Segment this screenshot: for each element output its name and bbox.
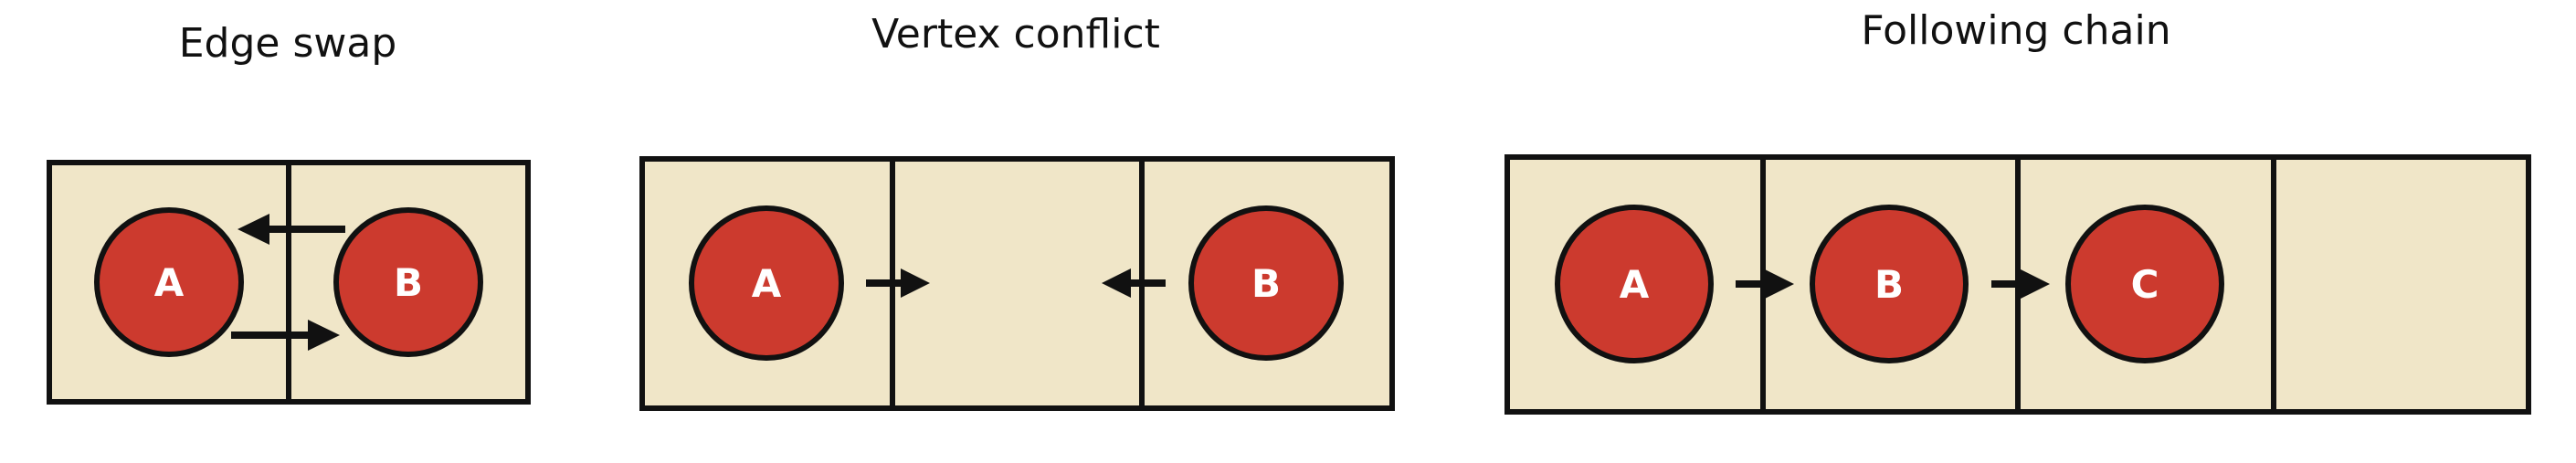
agent-a — [94, 207, 244, 357]
arrow-head — [308, 320, 340, 351]
agent-label: A — [1620, 262, 1650, 307]
agent-b — [1188, 205, 1344, 361]
grid-cell — [2271, 154, 2531, 415]
panel-vertex-conflict: Vertex conflict A B — [639, 11, 1395, 411]
agent-b — [1810, 205, 1969, 363]
agent-label: A — [154, 260, 185, 305]
agent-b — [333, 207, 483, 357]
arrow-head — [901, 268, 930, 298]
agent-label: C — [2131, 262, 2159, 307]
agent-label: B — [394, 260, 423, 305]
panel-following-chain: Following chain A B C — [1504, 7, 2531, 415]
agent-label: B — [1874, 262, 1904, 307]
arrow-head — [1102, 268, 1131, 298]
arrow-head — [238, 214, 269, 245]
panel-title: Following chain — [1861, 7, 2170, 54]
agent-label: A — [752, 261, 782, 306]
panel-edge-swap: Edge swap A B — [47, 20, 531, 405]
agent-a — [689, 205, 844, 361]
panel-title: Vertex conflict — [871, 11, 1160, 58]
agent-a — [1555, 205, 1714, 363]
panel-title: Edge swap — [179, 20, 397, 67]
agent-c — [2065, 205, 2224, 363]
arrow-head — [2019, 268, 2050, 300]
agent-label: B — [1251, 261, 1281, 306]
arrow-head — [1763, 268, 1794, 300]
